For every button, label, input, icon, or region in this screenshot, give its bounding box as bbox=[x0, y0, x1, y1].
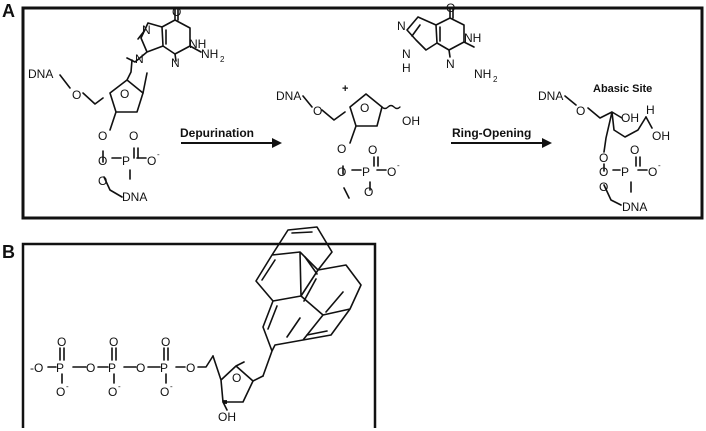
depurinated-sugar-structure: DNA O O OH O O P O O - O bbox=[276, 89, 420, 199]
pppo-bridge-o3: O bbox=[186, 361, 195, 375]
mol3-phosphorus: P bbox=[621, 165, 629, 179]
plus-sign: + bbox=[342, 83, 348, 95]
ring-opening-label: Ring-Opening bbox=[452, 126, 531, 140]
guanine-nh2-subscript: 2 bbox=[493, 75, 498, 84]
abasic-site-structure: Abasic Site DNA O OH H OH O O P O O - O … bbox=[538, 83, 670, 214]
mol1-o-double: O bbox=[129, 129, 138, 143]
pppo-top-o2: O bbox=[109, 335, 118, 349]
pppo-phosphorus-2: P bbox=[108, 361, 116, 375]
pyrene-nucleotide-structure: -O P O P O P O O O O O - O - O - O OH bbox=[30, 226, 362, 424]
mol2-phosphorus: P bbox=[362, 165, 370, 179]
pppo-phosphorus-1: P bbox=[56, 361, 64, 375]
mol1-o-minus: O bbox=[147, 154, 156, 168]
pppo-minus-1: - bbox=[66, 382, 69, 391]
abasic-site-title: Abasic Site bbox=[593, 83, 652, 95]
mol2-o5-label: O bbox=[313, 104, 322, 118]
mol3-dna-5prime: DNA bbox=[538, 89, 563, 103]
panel-b-label: B bbox=[2, 242, 15, 262]
mol2-dna-5prime: DNA bbox=[276, 89, 301, 103]
mol1-phosphorus: P bbox=[122, 154, 130, 168]
mol1-guanine-nh2: NH bbox=[201, 47, 218, 61]
pppo-o-minus-left: -O bbox=[30, 361, 43, 375]
mol1-minus-charge: - bbox=[157, 150, 160, 159]
free-guanine-structure: O NH NH 2 N N N H bbox=[397, 1, 498, 84]
mol1-o-lower: O bbox=[98, 174, 107, 188]
sugar-ring-oxygen: O bbox=[232, 371, 241, 385]
mol2-o-minus: O bbox=[387, 165, 396, 179]
depurination-label: Depurination bbox=[180, 126, 254, 140]
mol1-o5-label: O bbox=[72, 88, 81, 102]
mol3-dna-3prime: DNA bbox=[622, 200, 647, 214]
mol1-guanine-carbonyl-o: O bbox=[172, 5, 181, 19]
pppo-bottom-o1: O bbox=[56, 385, 65, 399]
depurination-step: Depurination bbox=[180, 126, 282, 148]
pppo-top-o1: O bbox=[57, 335, 66, 349]
pppo-minus-2: - bbox=[118, 382, 121, 391]
mol1-guanine-nh2-subscript: 2 bbox=[220, 55, 225, 64]
guanine-n-ring: N bbox=[446, 57, 455, 71]
mol1-dna-5prime: DNA bbox=[28, 67, 53, 81]
mol3-o-double: O bbox=[630, 143, 639, 157]
mol2-o-lower: O bbox=[364, 185, 373, 199]
mol3-aldehyde-h: H bbox=[646, 103, 655, 117]
ring-opening-step: Ring-Opening bbox=[451, 126, 552, 148]
panel-b-frame bbox=[21, 242, 377, 428]
mol1-o3-label: O bbox=[98, 129, 107, 143]
guanine-n9: N bbox=[402, 47, 411, 61]
mol1-guanine-n9: N bbox=[135, 52, 144, 66]
mol2-minus-charge: - bbox=[397, 161, 400, 170]
mol2-ring-oxygen: O bbox=[360, 101, 369, 115]
mol1-ring-oxygen: O bbox=[120, 87, 129, 101]
depurination-arrowhead bbox=[272, 138, 282, 148]
mol2-o-left: O bbox=[337, 165, 346, 179]
mol3-o-lower: O bbox=[599, 180, 608, 194]
mol3-hydroxyl: OH bbox=[621, 111, 639, 125]
mol2-o3-label: O bbox=[337, 142, 346, 156]
panel-a-frame bbox=[21, 6, 704, 220]
mol3-terminal-oh: OH bbox=[652, 129, 670, 143]
ring-opening-arrowhead bbox=[542, 138, 552, 148]
pppo-bridge-o1: O bbox=[86, 361, 95, 375]
guanine-nh2: NH bbox=[474, 67, 491, 81]
panel-a-label: A bbox=[2, 1, 15, 21]
mol2-o-double: O bbox=[368, 143, 377, 157]
mol1-guanine-nh: NH bbox=[189, 37, 206, 51]
guanine-nh: NH bbox=[464, 31, 481, 45]
mol1-o-left: O bbox=[98, 154, 107, 168]
sugar-3prime-hydroxyl: OH bbox=[218, 410, 236, 424]
deoxyguanosine-structure: DNA O O O O P O O - O DNA O NH NH 2 N N … bbox=[28, 5, 225, 204]
mol1-dna-3prime: DNA bbox=[122, 190, 147, 204]
pppo-top-o3: O bbox=[161, 335, 170, 349]
mol3-o5-label: O bbox=[576, 104, 585, 118]
mol3-o-minus: O bbox=[648, 165, 657, 179]
mol1-guanine-n7: N bbox=[142, 23, 151, 37]
pppo-phosphorus-3: P bbox=[160, 361, 168, 375]
guanine-carbonyl-o: O bbox=[446, 1, 455, 15]
mol3-o-left: O bbox=[599, 165, 608, 179]
pppo-minus-3: - bbox=[170, 382, 173, 391]
pppo-bottom-o3: O bbox=[160, 385, 169, 399]
pppo-bridge-o2: O bbox=[136, 361, 145, 375]
mol1-guanine-n-ring: N bbox=[171, 56, 180, 70]
pppo-bottom-o2: O bbox=[108, 385, 117, 399]
mol2-hydroxyl: OH bbox=[402, 114, 420, 128]
mol3-o3-label: O bbox=[599, 151, 608, 165]
mol3-minus-charge: - bbox=[658, 161, 661, 170]
guanine-n9-hydrogen: H bbox=[402, 61, 411, 75]
guanine-n7: N bbox=[397, 19, 406, 33]
